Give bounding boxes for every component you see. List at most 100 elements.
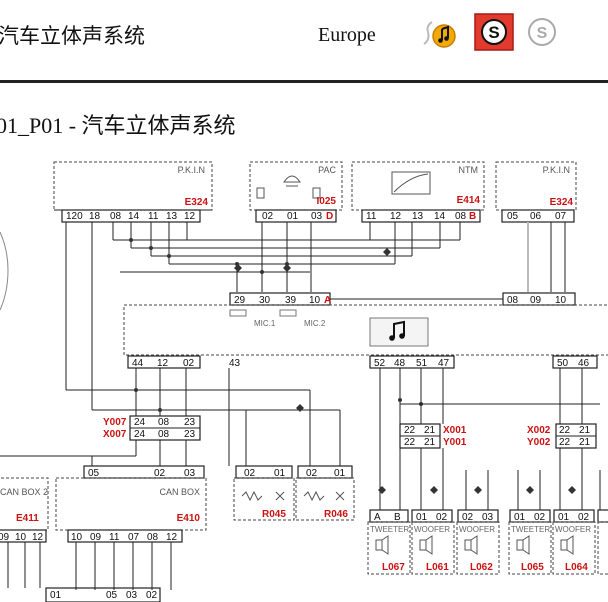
ntm-name: NTM [459,165,479,175]
radio-top-pins: 29 30 39 10 A [229,292,331,306]
svg-text:03: 03 [482,512,494,523]
r045-component: 02 01 R045 [233,465,295,521]
svg-text:02: 02 [306,468,318,479]
top-wiring [65,222,566,410]
svg-text:05: 05 [106,590,118,601]
pac-pins: 02 01 03 D [262,211,333,222]
svg-text:X002: X002 [527,425,551,436]
svg-text:10: 10 [15,532,27,543]
svg-text:48: 48 [394,358,406,369]
svg-text:TWEETER: TWEETER [370,525,409,534]
speaker-partial-right [597,509,608,575]
svg-text:WOOFER: WOOFER [555,525,591,534]
speaker-l065: 01 02 TWEETER L065 [508,509,552,575]
svg-text:50: 50 [557,358,569,369]
svg-text:L062: L062 [470,562,493,573]
svg-text:10: 10 [71,532,83,543]
bottom-wiring: 01 05 03 02 [7,542,172,602]
svg-text:L065: L065 [521,562,544,573]
svg-text:A: A [324,295,331,306]
svg-text:12: 12 [184,211,196,222]
ntm-module: NTM E414 11 12 13 14 08 B [351,161,485,223]
mic2-label: MIC.2 [304,319,326,328]
svg-text:10: 10 [555,295,567,306]
svg-text:08: 08 [455,211,467,222]
svg-text:07: 07 [555,211,567,222]
music-note-icon [369,317,429,347]
svg-text:12: 12 [32,532,44,543]
svg-text:07: 07 [128,532,140,543]
svg-text:X007: X007 [103,429,127,440]
svg-text:120: 120 [66,211,83,222]
s-badge-inactive-icon[interactable]: S [524,14,560,50]
music-note-icon[interactable] [420,14,456,50]
svg-text:01: 01 [558,512,570,523]
svg-text:21: 21 [579,425,591,436]
svg-text:23: 23 [184,429,196,440]
svg-text:11: 11 [366,211,377,222]
pac-code: I025 [317,196,337,207]
svg-text:46: 46 [578,358,590,369]
speaker-l067: A B TWEETER L067 [367,509,411,575]
header-title: 汽车立体声系统 [0,24,145,48]
region-label: Europe [318,24,376,46]
svg-text:23: 23 [184,417,196,428]
svg-text:WOOFER: WOOFER [414,525,450,534]
svg-text:14: 14 [128,211,140,222]
svg-text:39: 39 [285,295,297,306]
svg-text:01: 01 [416,512,428,523]
svg-text:X001: X001 [443,425,467,436]
svg-text:09: 09 [90,532,102,543]
svg-text:02: 02 [436,512,448,523]
page-header: 汽车立体声系统 Europe S S [0,0,608,83]
svg-text:14: 14 [434,211,446,222]
pkin-right-code: E324 [550,197,574,208]
svg-text:09: 09 [0,532,10,543]
connector-x002-y002: X002 Y002 22 21 22 21 [527,423,597,449]
svg-text:05: 05 [88,468,100,479]
radio-bottom-right-pins: 50 46 [552,355,598,369]
svg-text:44: 44 [132,358,144,369]
svg-text:05: 05 [507,211,519,222]
svg-text:09: 09 [530,295,542,306]
radio-bottom-left-pins: 44 12 02 43 [127,355,241,369]
svg-text:TWEETER: TWEETER [511,525,550,534]
svg-text:03: 03 [184,468,196,479]
lower-wiring [0,440,601,510]
speaker-l062: 02 03 WOOFER L062 [456,509,500,575]
svg-text:08: 08 [158,429,170,440]
svg-text:01: 01 [50,590,62,601]
pkin-left-pins: 120 18 08 14 11 13 12 [66,211,196,222]
svg-text:24: 24 [134,429,146,440]
svg-text:02: 02 [183,358,195,369]
svg-text:11: 11 [148,211,159,222]
svg-text:B: B [469,211,476,222]
svg-text:22: 22 [404,437,416,448]
svg-text:L061: L061 [426,562,449,573]
left-edge-partial [0,231,9,311]
pkin-right-pins: 05 06 07 [507,211,567,222]
svg-text:WOOFER: WOOFER [459,525,495,534]
svg-text:02: 02 [578,512,590,523]
canbox-name: CAN BOX [159,487,200,497]
canbox-code: E410 [177,513,201,524]
connector-x001-y001: 22 21 22 21 X001 Y001 [399,423,467,449]
svg-text:L064: L064 [565,562,588,573]
svg-text:12: 12 [157,358,169,369]
pkin-left-module: P.K.I.N E324 120 18 08 14 11 13 12 [53,161,213,223]
wiring-diagram: .box { fill: none; stroke: #222; stroke-… [0,161,608,602]
pkin-left-name: P.K.I.N [178,165,205,175]
diagram-title: 01_P01 - 汽车立体声系统 [0,113,236,138]
radio-right-pins: 08 09 10 [502,292,576,306]
speaker-l064: 01 02 WOOFER L064 [552,509,596,575]
svg-text:02: 02 [262,211,274,222]
svg-text:13: 13 [166,211,178,222]
connector-y007-x007: Y007 X007 24 08 23 24 08 23 [103,415,201,441]
svg-text:S: S [537,25,548,42]
svg-text:03: 03 [311,211,323,222]
svg-text:21: 21 [424,437,436,448]
svg-text:02: 02 [154,468,166,479]
s-badge-active-icon[interactable]: S [474,13,514,51]
pkin-right-name: P.K.I.N [543,165,570,175]
mid-wiring [66,368,600,480]
